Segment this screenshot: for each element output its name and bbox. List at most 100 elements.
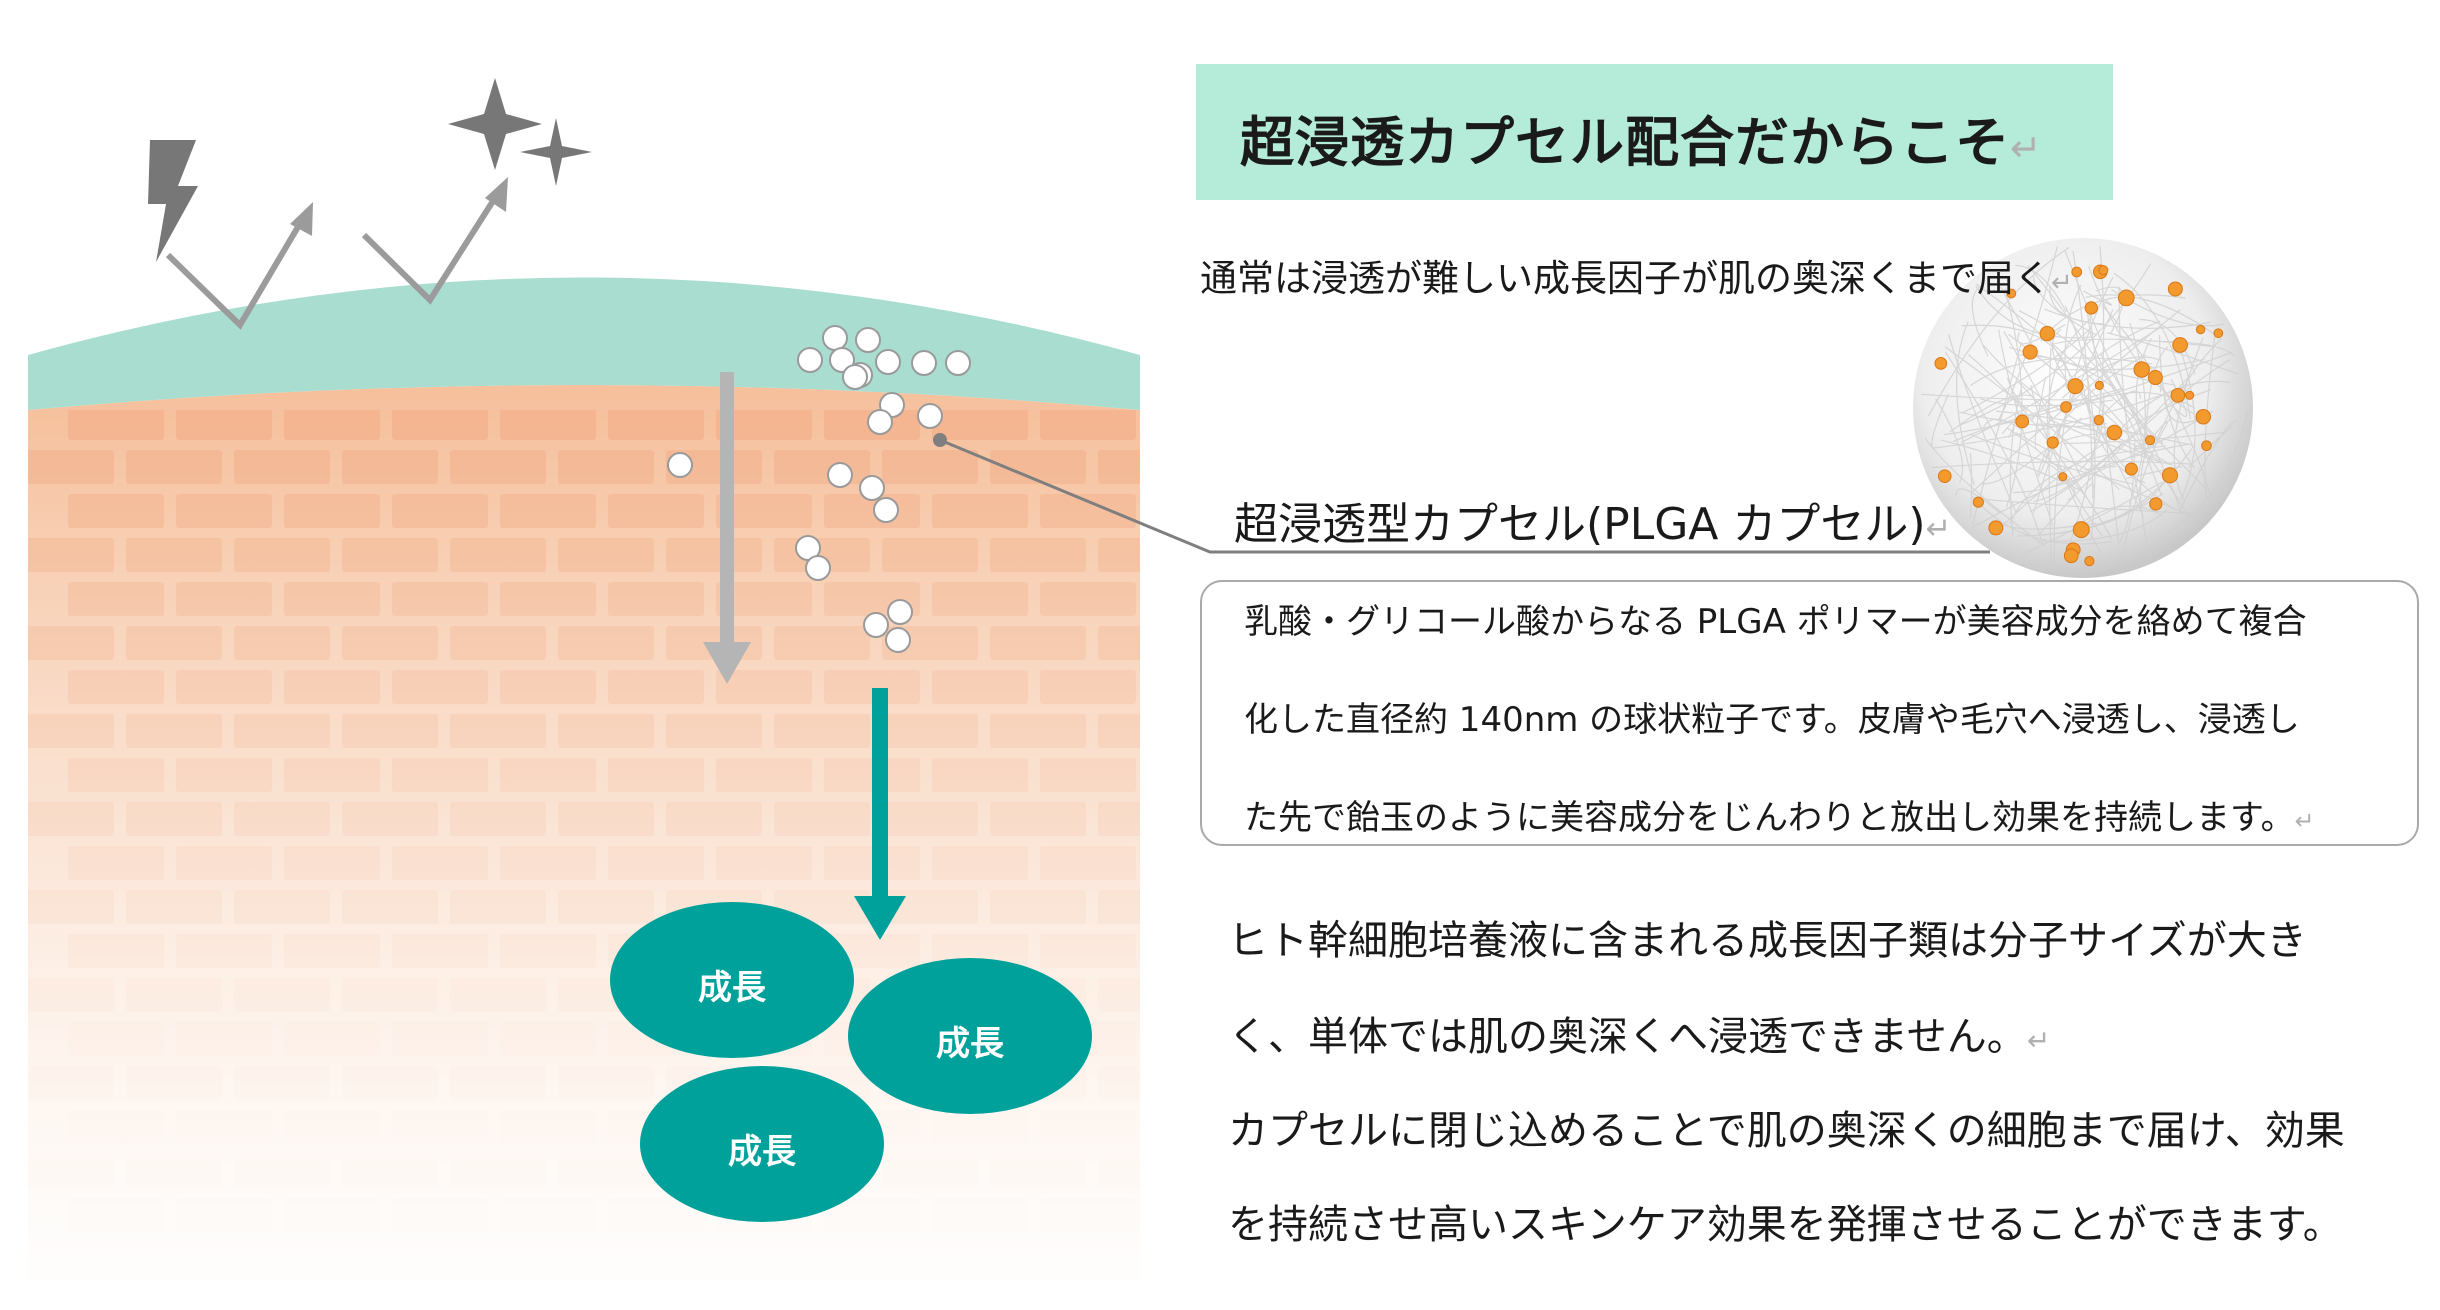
sphere-fiber (2032, 380, 2080, 514)
skin-depth-fade (28, 420, 1140, 1280)
reflect-arrow-icon (165, 213, 308, 330)
capsule-dot (2133, 361, 2150, 378)
sphere-fiber (1931, 393, 1950, 447)
capsule-description-box (1200, 580, 2419, 846)
capsule-description-line: た先で飴玉のように美容成分をじんわりと放出し効果を持続します。↵ (1244, 798, 2315, 838)
sphere-fiber (2139, 318, 2196, 375)
sphere-fiber (1975, 286, 2093, 339)
sphere-fiber (2064, 249, 2155, 459)
capsule-title: 超浸透型カプセル(PLGA カプセル)↵ (1234, 499, 1952, 550)
sphere-fiber (1981, 417, 2083, 485)
sphere-fiber (2036, 423, 2169, 464)
sphere-fiber (1975, 283, 2218, 501)
capsule-description-line: 乳酸・グリコール酸からなる PLGA ポリマーが美容成分を絡めて複合 (1244, 602, 2307, 642)
capsule-dot (2117, 289, 2135, 307)
sphere-fiber (1971, 284, 1989, 357)
capsule-dot (1934, 357, 1948, 370)
sphere-fiber (2027, 265, 2162, 496)
sphere-fiber (2078, 379, 2190, 518)
body-paragraph-line: ヒト幹細胞培養液に含まれる成長因子類は分子サイズが大き (1228, 918, 2307, 964)
capsule-dot (2185, 390, 2195, 400)
sphere-fiber (2120, 380, 2231, 430)
capsule-sphere-icon (1913, 238, 2253, 578)
capsule-dot (2147, 370, 2163, 386)
capsule-dot (2201, 440, 2212, 452)
capsule-dot (2170, 387, 2186, 403)
lightning-icon (148, 140, 198, 262)
capsule-dot (2167, 281, 2183, 297)
sphere-fiber (1931, 460, 2193, 469)
capsule-dot (2006, 288, 2017, 299)
sphere-fiber (1969, 452, 1973, 518)
sphere-fiber (1927, 246, 2070, 417)
growth-factor-blob (848, 958, 1092, 1114)
sphere-fiber (2015, 264, 2067, 313)
sphere-fiber (1935, 398, 1963, 483)
body-paragraph-line: を持続させ高いスキンケア効果を発揮させることができます。 (1228, 1202, 2343, 1248)
sphere-fiber (1949, 394, 2034, 433)
reflect-arrow-head (290, 202, 313, 236)
capsule-particle (875, 349, 901, 375)
capsule-dot (2124, 462, 2138, 476)
growth-factor-blob (640, 1066, 884, 1222)
capsule-particle (867, 409, 893, 435)
sphere-fiber (2034, 376, 2047, 450)
sphere-fiber (2082, 505, 2163, 523)
capsule-dot (2144, 435, 2156, 446)
sphere-fiber (2024, 481, 2163, 554)
sphere-fiber (2125, 465, 2182, 480)
sphere-fiber (1959, 263, 2152, 426)
sphere-fiber (2101, 304, 2213, 501)
sphere-fiber (2009, 449, 2138, 524)
capsule-dot (2063, 548, 2079, 564)
sphere-fiber (1980, 398, 2114, 407)
sparkle-icon (520, 118, 592, 186)
capsule-particle (873, 497, 899, 523)
sphere-fiber (1921, 393, 2096, 401)
capsule-particle (887, 599, 913, 625)
capsule-dot (2098, 265, 2109, 276)
sphere-fiber (1924, 437, 2046, 547)
capsule-dot (2213, 328, 2224, 339)
capsule-dot (2015, 414, 2030, 429)
capsule-dot (2084, 301, 2098, 315)
capsule-particles (667, 325, 971, 653)
capsule-particle (863, 612, 889, 638)
reflect-arrow-head (485, 177, 508, 212)
sphere-fiber (2064, 284, 2082, 389)
sphere-fiber (1948, 334, 2017, 514)
capsule-particle (911, 350, 937, 376)
capsule-dot (2106, 424, 2123, 441)
capsule-particle (797, 347, 823, 373)
sphere-fiber (2036, 354, 2147, 476)
sphere-fiber (1998, 329, 2054, 527)
sphere-fiber (2032, 441, 2124, 503)
sphere-fiber (2157, 410, 2249, 540)
capsule-dot (2022, 344, 2038, 360)
capsule-particle (855, 327, 881, 353)
sphere-fiber (2135, 338, 2153, 455)
down-arrow-icon (720, 372, 734, 642)
sphere-fiber (2083, 290, 2113, 306)
capsule-particle (667, 452, 693, 478)
sphere-fiber (2043, 460, 2076, 501)
pointer-line (939, 438, 1990, 554)
capsule-dot (2071, 266, 2083, 278)
sphere-fiber (2139, 417, 2173, 559)
sphere-fiber (2120, 421, 2169, 566)
sphere-fiber (2017, 323, 2066, 345)
sphere-fiber (2082, 385, 2146, 484)
capsule-particle (829, 347, 855, 373)
capsule-dot (2084, 556, 2095, 567)
sphere-fiber (1955, 488, 2001, 514)
sphere-fiber (2063, 465, 2102, 554)
capsule-dot (2195, 408, 2212, 425)
capsule-dot (2093, 414, 2104, 426)
sphere-fiber (2084, 483, 2095, 509)
sphere-fiber (2173, 337, 2204, 500)
growth-factor-label: 成長 (728, 1132, 796, 1172)
sphere-fiber (2004, 287, 2023, 508)
growth-factor-blob (610, 902, 854, 1058)
capsule-dot (2195, 324, 2206, 335)
sphere-fiber (2017, 492, 2164, 537)
